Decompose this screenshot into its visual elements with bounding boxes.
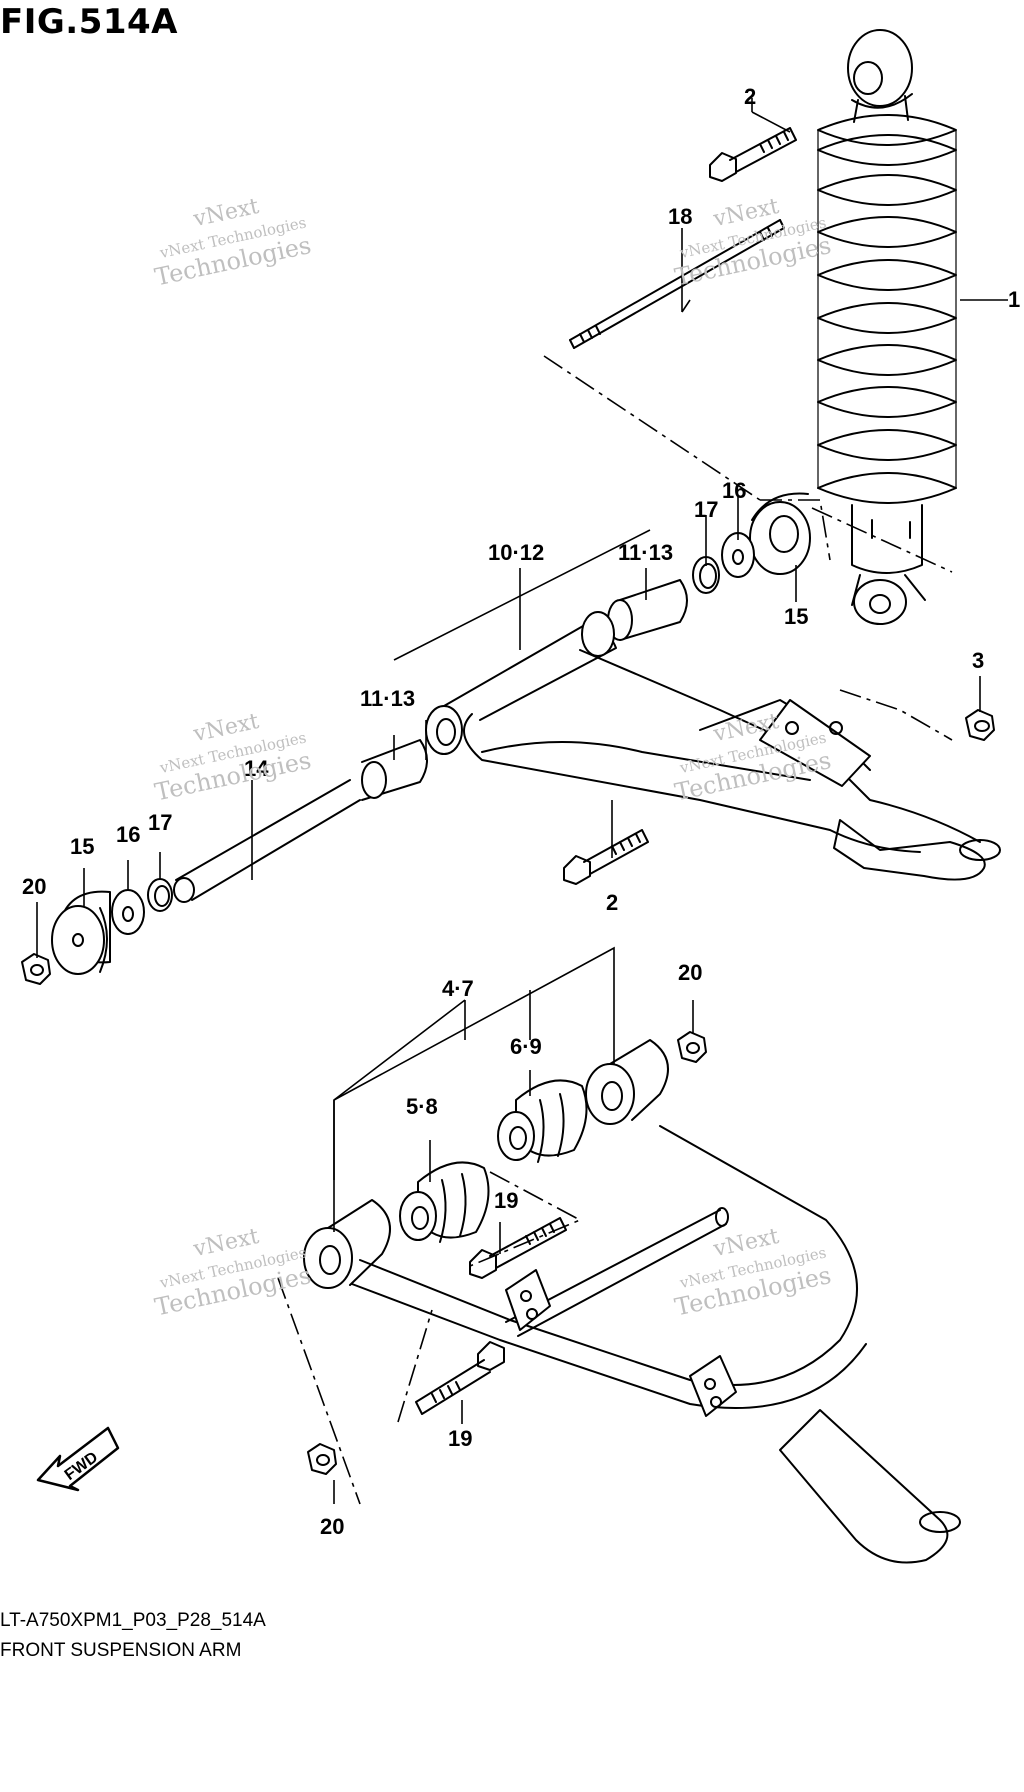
watermark-2: vNext vNext Technologies Technologies xyxy=(672,194,833,292)
callout-11-13-upper: 11·13 xyxy=(618,540,673,565)
upper-suspension-arm xyxy=(425,611,1001,881)
callout-16-left: 16 xyxy=(116,822,140,847)
callout-2-bottom: 2 xyxy=(606,890,618,915)
callout-3: 3 xyxy=(972,648,984,673)
bolt-19-lower xyxy=(415,1341,505,1415)
bolt-2-top xyxy=(709,127,797,182)
callout-20-left: 20 xyxy=(22,874,46,899)
callout-4-7: 4·7 xyxy=(442,976,474,1001)
collar-11-13-upper xyxy=(607,579,688,641)
callout-17-right: 17 xyxy=(694,497,718,522)
watermark-1: vNext vNext Technologies Technologies xyxy=(152,194,313,292)
figure-description: FRONT SUSPENSION ARM xyxy=(0,1640,242,1661)
bushing-5-8 xyxy=(399,1161,490,1243)
shock-absorber xyxy=(817,29,957,625)
bushing-15-left xyxy=(51,890,111,975)
callout-1: 1 xyxy=(1008,287,1020,312)
callout-16-right: 16 xyxy=(722,478,746,503)
pipe-14 xyxy=(173,779,361,903)
callout-2-top: 2 xyxy=(744,84,756,109)
figure-title: FIG.514A xyxy=(0,2,178,42)
nut-3 xyxy=(965,709,995,741)
nut-20-bottom xyxy=(307,1443,337,1475)
nut-20-left xyxy=(21,953,51,985)
callout-20-right: 20 xyxy=(678,960,702,985)
lower-suspension-arm xyxy=(303,1039,961,1564)
callout-19-lower: 19 xyxy=(448,1426,472,1451)
figure-code: LT-A750XPM1_P03_P28_514A xyxy=(0,1610,266,1631)
bushing-15-right xyxy=(749,492,811,575)
fwd-arrow-icon xyxy=(36,1426,120,1492)
nut-20-right xyxy=(677,1031,707,1063)
bolt-2-bottom xyxy=(563,829,649,885)
washer-16-left xyxy=(111,889,145,935)
bushing-6-9 xyxy=(497,1079,588,1163)
callout-labels: 1 2 18 17 16 15 11·13 10·12 3 11·13 14 2… xyxy=(22,84,1020,1539)
callout-11-13-lower: 11·13 xyxy=(360,686,415,711)
rod-18 xyxy=(569,219,785,349)
callout-17-left: 17 xyxy=(148,810,172,835)
callout-14: 14 xyxy=(244,756,269,781)
callout-18: 18 xyxy=(668,204,692,229)
callout-5-8: 5·8 xyxy=(406,1094,438,1119)
bolt-19-upper xyxy=(469,1217,567,1279)
callout-6-9: 6·9 xyxy=(510,1034,542,1059)
watermark-6: vNext vNext Technologies Technologies xyxy=(672,1224,833,1322)
leader-lines xyxy=(36,98,1008,1505)
callout-19-upper: 19 xyxy=(494,1188,518,1213)
watermarks: vNext vNext Technologies Technologies vN… xyxy=(152,194,833,1322)
callout-15-left: 15 xyxy=(70,834,94,859)
callout-20-bottom: 20 xyxy=(320,1514,344,1539)
callout-15-right: 15 xyxy=(784,604,808,629)
callout-10-12: 10·12 xyxy=(488,540,544,565)
watermark-3: vNext vNext Technologies Technologies xyxy=(152,709,313,807)
collar-11-13-lower xyxy=(361,739,428,801)
